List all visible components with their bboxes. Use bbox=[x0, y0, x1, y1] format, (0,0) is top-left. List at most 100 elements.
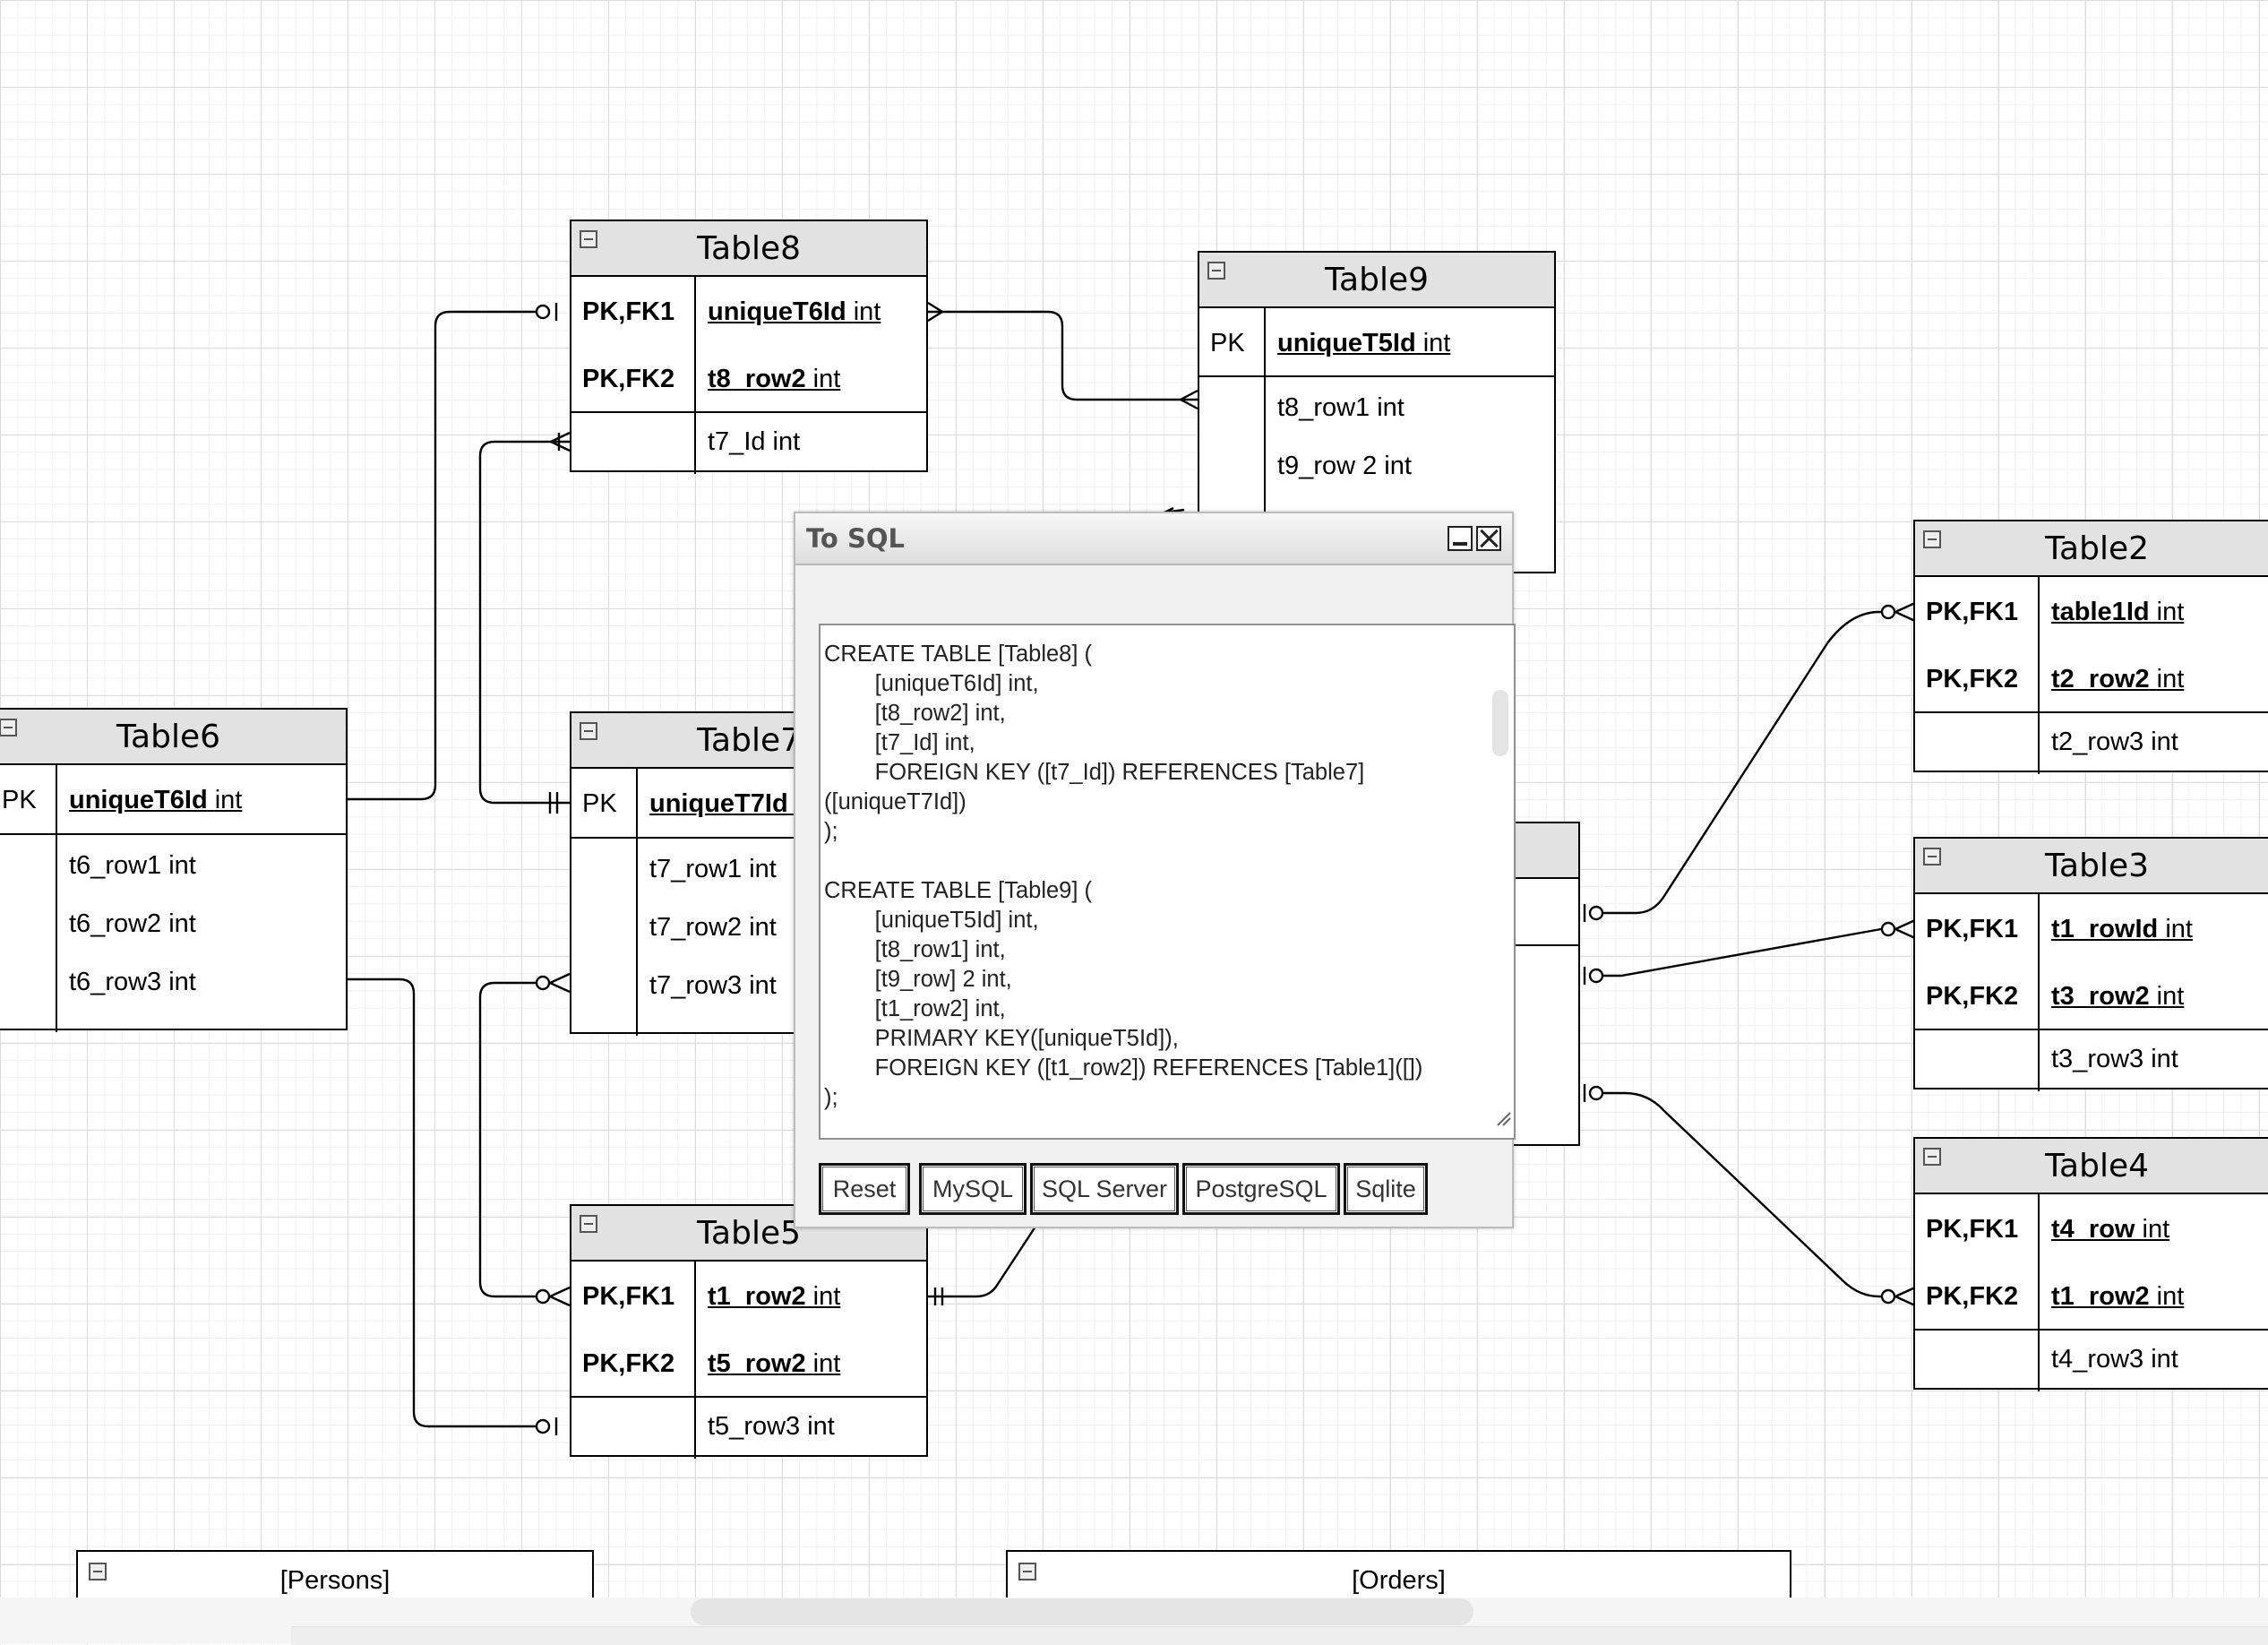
table2-field-2[interactable]: t2_row2 int bbox=[2051, 663, 2184, 695]
postgresql-button-label: PostgreSQL bbox=[1186, 1167, 1336, 1211]
table6[interactable]: Table6 PK uniqueT6Id int t6_row1 int t6_… bbox=[0, 708, 348, 1032]
table9-key-1: PK bbox=[1210, 329, 1245, 357]
table2-field-1-name: table1Id bbox=[2051, 598, 2150, 626]
persons-title: [Persons] bbox=[279, 1566, 391, 1595]
table6-field-4[interactable]: t6_row3 int bbox=[69, 968, 196, 996]
table3-field-2-type: int bbox=[2156, 982, 2185, 1011]
minus-square-icon[interactable] bbox=[580, 230, 597, 248]
table7-field-4[interactable]: t7_row3 int bbox=[649, 971, 777, 1000]
table5[interactable]: Table5 PK,FK1 PK,FK2 t1_row2 int t5_row2… bbox=[570, 1204, 928, 1459]
close-icon[interactable] bbox=[1476, 526, 1501, 551]
table6-field-1[interactable]: uniqueT6Id int bbox=[69, 784, 242, 816]
table2-header[interactable]: Table2 bbox=[1915, 521, 2268, 577]
table5-field-3[interactable]: t5_row3 int bbox=[708, 1412, 835, 1441]
table5-field-1[interactable]: t1_row2 int bbox=[708, 1280, 840, 1313]
table5-field-1-name: t1_row2 bbox=[708, 1282, 806, 1311]
table6-field-1-type: int bbox=[214, 786, 243, 814]
table3-key-2: PK,FK2 bbox=[1926, 982, 2019, 1011]
table9-field-1-name: uniqueT5Id bbox=[1277, 329, 1416, 357]
table5-field-2-name: t5_row2 bbox=[708, 1349, 806, 1378]
table6-field-2[interactable]: t6_row1 int bbox=[69, 851, 196, 880]
textarea-scrollbar-thumb[interactable] bbox=[1492, 690, 1508, 756]
edge-table7-table8 bbox=[478, 440, 570, 805]
dialog-title: To SQL bbox=[806, 523, 905, 554]
table4[interactable]: Table4 PK,FK1 PK,FK2 t4_row int t1_row2 … bbox=[1913, 1137, 2268, 1391]
table5-key-1: PK,FK1 bbox=[582, 1282, 675, 1311]
mysql-button-label: MySQL bbox=[923, 1167, 1023, 1211]
sql-server-button-label: SQL Server bbox=[1034, 1167, 1175, 1211]
table5-field-2[interactable]: t5_row2 int bbox=[708, 1348, 840, 1380]
table3-field-3[interactable]: t3_row3 int bbox=[2051, 1045, 2178, 1073]
orders-title: [Orders] bbox=[1352, 1566, 1446, 1595]
table3-field-2[interactable]: t3_row2 int bbox=[2051, 980, 2184, 1012]
table7-field-2[interactable]: t7_row1 int bbox=[649, 855, 777, 883]
table8-title: Table8 bbox=[697, 230, 801, 267]
table2-field-3[interactable]: t2_row3 int bbox=[2051, 728, 2178, 756]
table5-key-2: PK,FK2 bbox=[582, 1349, 675, 1378]
table4-field-1-type: int bbox=[2142, 1215, 2170, 1244]
horizontal-scrollbar[interactable] bbox=[691, 1598, 1473, 1625]
table6-key-1: PK bbox=[2, 786, 37, 814]
table9-field-3[interactable]: t9_row 2 int bbox=[1277, 452, 1412, 480]
sql-output-textarea[interactable]: CREATE TABLE [Table8] ( [uniqueT6Id] int… bbox=[819, 624, 1516, 1140]
table2[interactable]: Table2 PK,FK1 PK,FK2 table1Id int t2_row… bbox=[1913, 520, 2268, 774]
table4-field-2-type: int bbox=[2156, 1282, 2185, 1311]
table2-field-1[interactable]: table1Id int bbox=[2051, 596, 2184, 628]
table9-field-1-type: int bbox=[1422, 329, 1451, 357]
edge-table6-table8 bbox=[347, 310, 536, 801]
table3-title: Table3 bbox=[2045, 848, 2149, 884]
reset-button-label: Reset bbox=[822, 1167, 906, 1211]
minus-square-icon[interactable] bbox=[1923, 848, 1941, 866]
edge-table6-table5 bbox=[347, 978, 536, 1428]
minus-square-icon[interactable] bbox=[1207, 262, 1225, 280]
table6-header[interactable]: Table6 bbox=[0, 710, 346, 765]
minus-square-icon[interactable] bbox=[89, 1563, 107, 1580]
table8-field-2[interactable]: t8_row2 int bbox=[708, 363, 840, 395]
minus-square-icon[interactable] bbox=[1923, 1148, 1941, 1166]
minus-square-icon[interactable] bbox=[1923, 530, 1941, 548]
resize-grip-icon[interactable] bbox=[1492, 1107, 1512, 1127]
table4-field-3[interactable]: t4_row3 int bbox=[2051, 1345, 2178, 1374]
minimize-icon[interactable] bbox=[1448, 526, 1473, 551]
table3-field-2-name: t3_row2 bbox=[2051, 982, 2150, 1011]
table3[interactable]: Table3 PK,FK1 PK,FK2 t1_rowId int t3_row… bbox=[1913, 837, 2268, 1091]
table3-header[interactable]: Table3 bbox=[1915, 839, 2268, 894]
table7-field-3[interactable]: t7_row2 int bbox=[649, 913, 777, 942]
table6-field-3[interactable]: t6_row2 int bbox=[69, 909, 196, 938]
table8-field-2-name: t8_row2 bbox=[708, 365, 806, 393]
table8-field-1-name: uniqueT6Id bbox=[708, 297, 846, 326]
dialog-titlebar[interactable]: To SQL bbox=[795, 513, 1512, 565]
table9-field-2[interactable]: t8_row1 int bbox=[1277, 393, 1405, 422]
sqlite-button[interactable]: Sqlite bbox=[1344, 1163, 1428, 1215]
minus-square-icon[interactable] bbox=[580, 1215, 597, 1233]
table2-title: Table2 bbox=[2045, 530, 2149, 567]
table9-field-1[interactable]: uniqueT5Id int bbox=[1277, 327, 1450, 359]
table7-field-1[interactable]: uniqueT7Id int bbox=[649, 788, 822, 820]
sql-server-button[interactable]: SQL Server bbox=[1030, 1163, 1179, 1215]
mysql-button[interactable]: MySQL bbox=[919, 1163, 1027, 1215]
table8-field-3[interactable]: t7_Id int bbox=[708, 427, 801, 456]
edge-table1-table2 bbox=[1603, 610, 1881, 915]
table4-header[interactable]: Table4 bbox=[1915, 1139, 2268, 1194]
minus-square-icon[interactable] bbox=[580, 722, 597, 740]
minus-square-icon[interactable] bbox=[0, 719, 17, 736]
table8-field-1[interactable]: uniqueT6Id int bbox=[708, 296, 881, 328]
table5-field-1-type: int bbox=[812, 1282, 841, 1311]
table9-header[interactable]: Table9 bbox=[1199, 253, 1554, 308]
edge-table5-table1 bbox=[928, 1223, 1039, 1298]
table4-field-2[interactable]: t1_row2 int bbox=[2051, 1280, 2184, 1313]
table4-field-1[interactable]: t4_row int bbox=[2051, 1213, 2169, 1245]
table9-title: Table9 bbox=[1325, 262, 1429, 298]
to-sql-dialog[interactable]: To SQL CREATE TABLE [Table8] ( [uniqueT6… bbox=[794, 512, 1516, 1228]
table8[interactable]: Table8 PK,FK1 PK,FK2 uniqueT6Id int t8_r… bbox=[570, 220, 928, 474]
table3-field-1[interactable]: t1_rowId int bbox=[2051, 913, 2193, 945]
edge-table1-table3 bbox=[1603, 927, 1882, 978]
table8-header[interactable]: Table8 bbox=[571, 221, 926, 277]
postgresql-button[interactable]: PostgreSQL bbox=[1182, 1163, 1340, 1215]
minus-square-icon[interactable] bbox=[1018, 1563, 1036, 1580]
table5-title: Table5 bbox=[697, 1215, 801, 1252]
table7-field-1-name: uniqueT7Id bbox=[649, 789, 788, 818]
reset-button[interactable]: Reset bbox=[819, 1163, 910, 1215]
